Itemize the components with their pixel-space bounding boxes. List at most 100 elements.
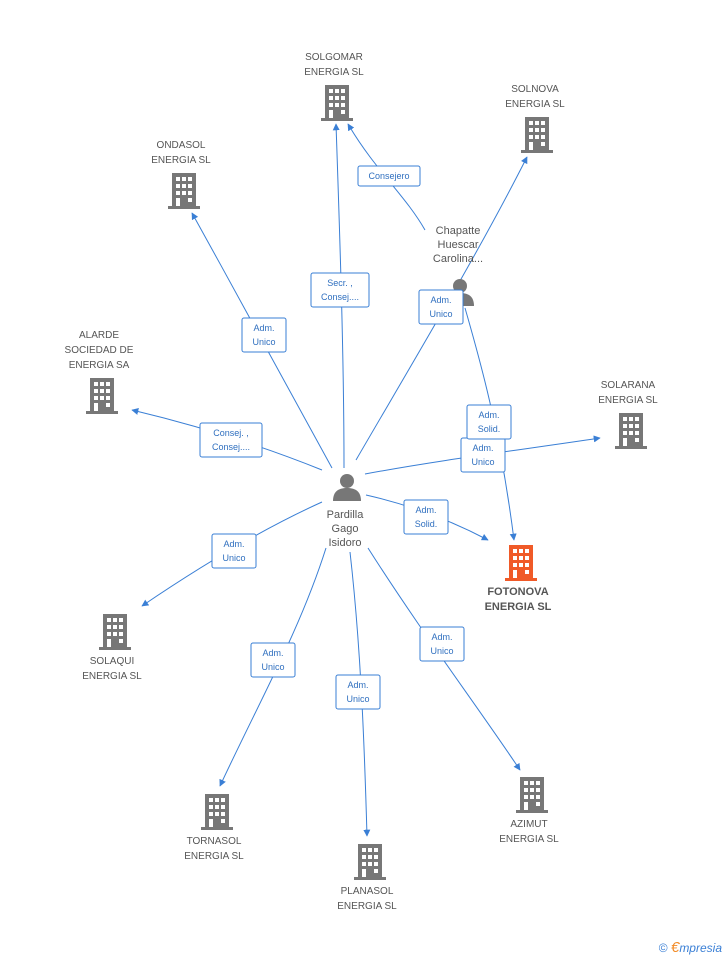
company-label-line: ENERGIA SL [184, 851, 244, 862]
relation-label-text: Unico [346, 694, 369, 704]
building-icon [321, 85, 353, 121]
company-label-line: AZIMUT [510, 819, 547, 830]
relation-label-text: Unico [430, 646, 453, 656]
brand-name: mpresia [679, 941, 722, 955]
relation-label-pardilla-tornasol[interactable]: Adm. Unico [250, 642, 296, 678]
relation-label-box [403, 499, 449, 535]
company-label-line: ENERGIA SL [598, 395, 658, 406]
relation-label-text: Solid. [415, 519, 438, 529]
person-label-line: Isidoro [328, 537, 361, 549]
relation-label-box [335, 674, 381, 710]
company-label-line: SOCIEDAD DE [65, 345, 134, 356]
relation-label-text: Consej.... [212, 442, 250, 452]
company-node-solgomar[interactable]: SOLGOMAR ENERGIA SL [304, 52, 364, 121]
relation-label-box [310, 272, 370, 308]
person-icon [333, 474, 361, 501]
relation-label-text: Adm. [415, 505, 436, 515]
relation-label-pardilla-fotonova[interactable]: Adm. Solid. [403, 499, 449, 535]
relation-label-pardilla-alarde[interactable]: Consej. , Consej.... [199, 422, 263, 458]
relation-label-text: Unico [429, 309, 452, 319]
relation-label-text: Adm. [478, 410, 499, 420]
relation-label-text: Unico [252, 337, 275, 347]
company-label-line: SOLAQUI [90, 656, 134, 667]
building-icon [516, 777, 548, 813]
empresia-brand[interactable]: © €mpresia [659, 939, 722, 956]
relation-label-text: Consej. , [213, 428, 249, 438]
company-label-line: ENERGIA SL [82, 671, 142, 682]
company-node-fotonova[interactable]: FOTONOVA ENERGIA SL [485, 545, 552, 613]
relation-label-pardilla-azimut[interactable]: Adm. Unico [419, 626, 465, 662]
building-icon [615, 413, 647, 449]
relation-label-pardilla-solnova[interactable]: Adm. Unico [418, 289, 464, 325]
relation-label-text: Unico [261, 662, 284, 672]
company-node-solaqui[interactable]: SOLAQUI ENERGIA SL [82, 614, 142, 682]
company-label-line: ENERGIA SL [304, 67, 364, 78]
building-icon [86, 378, 118, 414]
relation-label-box [199, 422, 263, 458]
relation-label-chapatte-fotonova[interactable]: Adm. Solid. [466, 404, 512, 440]
company-node-solnova[interactable]: SOLNOVA ENERGIA SL [505, 84, 565, 153]
relation-label-text: Unico [471, 457, 494, 467]
relation-label-text: Unico [222, 553, 245, 563]
relation-label-text: Solid. [478, 424, 501, 434]
company-label-line: ENERGIA SA [69, 360, 130, 371]
relation-label-text: Adm. [262, 648, 283, 658]
company-label-line: ONDASOL [157, 140, 206, 151]
relation-label-text: Consej.... [321, 292, 359, 302]
company-node-planasol[interactable]: PLANASOL ENERGIA SL [337, 844, 397, 912]
building-icon [99, 614, 131, 650]
copyright-icon: © [658, 941, 668, 955]
building-icon [505, 545, 537, 581]
building-icon [201, 794, 233, 830]
building-icon [168, 173, 200, 209]
company-label-line: SOLNOVA [511, 84, 559, 95]
building-icon [521, 117, 553, 153]
company-label-line: SOLGOMAR [305, 52, 363, 63]
person-label-line: Carolina... [433, 253, 483, 265]
relation-label-box [241, 317, 287, 353]
company-label-line: ENERGIA SL [499, 834, 559, 845]
relation-label-pardilla-solgomar[interactable]: Secr. , Consej.... [310, 272, 370, 308]
company-label-line: ENERGIA SL [505, 99, 565, 110]
relation-label-box [250, 642, 296, 678]
relation-label-text: Adm. [472, 443, 493, 453]
company-label-line: ENERGIA SL [151, 155, 211, 166]
relation-label-text: Adm. [431, 632, 452, 642]
relation-label-text: Secr. , [327, 278, 353, 288]
relation-label-text: Adm. [223, 539, 244, 549]
person-label-line: Gago [332, 523, 359, 535]
company-label-line: PLANASOL [341, 886, 394, 897]
person-label-line: Huescar [438, 239, 479, 251]
company-label-line: ENERGIA SL [485, 601, 552, 613]
relation-label-box [466, 404, 512, 440]
relation-label-text: Adm. [430, 295, 451, 305]
relation-label-box [419, 626, 465, 662]
company-node-solarana[interactable]: SOLARANA ENERGIA SL [598, 380, 658, 449]
building-icon [354, 844, 386, 880]
person-label-line: Chapatte [436, 225, 481, 237]
relation-label-box [211, 533, 257, 569]
relation-label-chapatte-solgomar[interactable]: Consejero [357, 165, 421, 187]
relation-label-text: Consejero [368, 171, 409, 181]
edge-chapatte-fotonova [464, 307, 517, 541]
company-label-line: SOLARANA [601, 380, 656, 391]
relation-label-pardilla-planasol[interactable]: Adm. Unico [335, 674, 381, 710]
relation-label-text: Adm. [253, 323, 274, 333]
company-label-line: FOTONOVA [487, 586, 548, 598]
edge-pardilla-azimut [367, 547, 521, 771]
relation-label-text: Adm. [347, 680, 368, 690]
company-node-tornasol[interactable]: TORNASOL ENERGIA SL [184, 794, 244, 862]
relation-label-box [357, 165, 421, 187]
relation-label-pardilla-ondasol[interactable]: Adm. Unico [241, 317, 287, 353]
person-node-chapatte[interactable]: ChapatteHuescarCarolina... [433, 225, 483, 306]
company-node-azimut[interactable]: AZIMUT ENERGIA SL [499, 777, 559, 845]
company-label-line: TORNASOL [187, 836, 242, 847]
company-node-ondasol[interactable]: ONDASOL ENERGIA SL [151, 140, 211, 209]
relation-label-pardilla-solarana[interactable]: Adm. Unico [460, 437, 506, 473]
relation-label-pardilla-solaqui[interactable]: Adm. Unico [211, 533, 257, 569]
company-label-line: ENERGIA SL [337, 901, 397, 912]
person-label-line: Pardilla [327, 509, 365, 521]
